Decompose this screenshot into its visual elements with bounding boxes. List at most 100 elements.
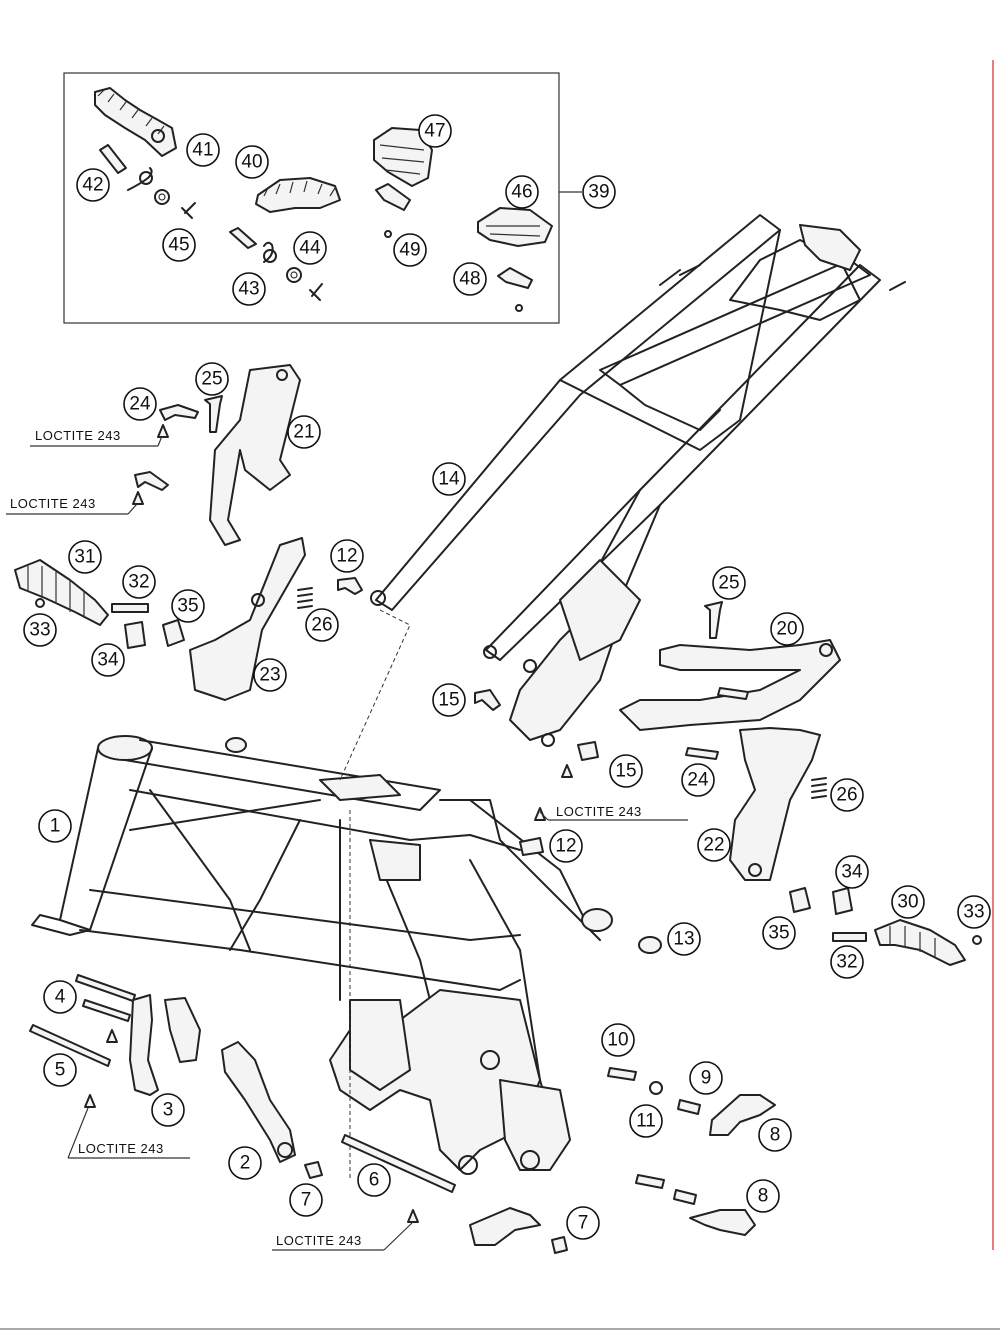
svg-text:47: 47 [424, 121, 445, 142]
callout-23: 23 [253, 658, 287, 692]
note-loctite-3-text: LOCTITE 243 [556, 804, 642, 819]
svg-text:10: 10 [607, 1030, 628, 1051]
callout-35-left: 35 [171, 589, 205, 623]
svg-text:35: 35 [177, 596, 198, 617]
svg-text:35: 35 [768, 923, 789, 944]
callout-2: 2 [228, 1146, 262, 1180]
clip-33-right [972, 935, 982, 945]
callout-24-right: 24 [681, 763, 715, 797]
callout-22: 22 [697, 828, 731, 862]
callout-26-right: 26 [830, 778, 864, 812]
note-loctite-5-text: LOCTITE 243 [276, 1233, 362, 1248]
svg-text:24: 24 [129, 394, 151, 415]
bolt-25-right [704, 601, 723, 639]
pin-32-left [111, 603, 149, 613]
callout-9: 9 [689, 1061, 723, 1095]
spring-26-right [811, 777, 827, 799]
footpeg-41 [94, 87, 177, 157]
svg-text:33: 33 [963, 902, 984, 923]
svg-text:4: 4 [55, 987, 66, 1008]
bolt-25-left [204, 395, 223, 433]
bracket-8-lower [689, 1209, 756, 1236]
bolt-24-right [685, 747, 719, 760]
footpeg-47 [373, 127, 433, 187]
svg-text:9: 9 [701, 1068, 712, 1089]
pin-43 [229, 227, 277, 263]
callout-41: 41 [186, 133, 220, 167]
pin-32-right [832, 932, 867, 942]
svg-text:43: 43 [238, 279, 259, 300]
brake-pedal-21 [209, 364, 301, 546]
note-loctite-1-text: LOCTITE 243 [35, 428, 121, 443]
engine-mount-2 [221, 1041, 296, 1163]
footpeg-bracket-23 [189, 537, 306, 701]
svg-text:46: 46 [511, 182, 532, 203]
callout-4: 4 [43, 980, 77, 1014]
svg-text:6: 6 [369, 1170, 380, 1191]
svg-text:49: 49 [399, 240, 420, 261]
callout-30: 30 [891, 885, 925, 919]
cap-13 [638, 936, 662, 954]
svg-text:32: 32 [836, 952, 857, 973]
callout-20: 20 [770, 612, 804, 646]
callout-32-right: 32 [830, 945, 864, 979]
svg-text:33: 33 [29, 620, 50, 641]
bolt-12 [337, 577, 363, 595]
bracket-8-upper [709, 1094, 776, 1136]
note-loctite-2-text: LOCTITE 243 [10, 496, 96, 511]
bolt-12-leader-line [339, 609, 411, 781]
svg-text:34: 34 [97, 650, 119, 671]
callout-21: 21 [287, 415, 321, 449]
main-frame-1 [31, 735, 613, 1180]
callout-11: 11 [629, 1104, 663, 1138]
bolt-12-lower [519, 837, 544, 856]
nut-7-left [304, 1161, 323, 1179]
footpeg-46 [477, 207, 553, 247]
footpeg-bracket-22 [729, 727, 821, 881]
callout-7-right: 7 [566, 1206, 600, 1240]
callout-12-lower: 12 [549, 829, 583, 863]
subframe-14 [370, 214, 906, 747]
svg-text:22: 22 [703, 835, 724, 856]
callout-44: 44 [293, 231, 327, 265]
note-loctite-4: LOCTITE 243 [67, 1107, 190, 1159]
bolt-15-lower [577, 741, 599, 761]
callout-31: 31 [68, 540, 102, 574]
callout-7-left: 7 [289, 1183, 323, 1217]
callout-12-upper: 12 [330, 539, 364, 573]
svg-text:34: 34 [841, 862, 863, 883]
svg-text:39: 39 [588, 182, 609, 203]
callout-8-lower: 8 [746, 1179, 780, 1213]
clip-33-left [35, 598, 45, 608]
callout-1: 1 [38, 809, 72, 843]
svg-text:26: 26 [311, 615, 332, 636]
svg-text:1: 1 [50, 816, 61, 837]
plate-34-right [832, 887, 853, 915]
callout-13: 13 [667, 922, 701, 956]
callout-42: 42 [76, 168, 110, 202]
callout-47: 47 [418, 114, 452, 148]
plate-35-left [162, 619, 185, 647]
callout-14: 14 [432, 462, 466, 496]
svg-text:13: 13 [673, 929, 694, 950]
long-bolt-6 [341, 1134, 456, 1193]
svg-text:41: 41 [192, 140, 213, 161]
footpeg-40 [255, 177, 341, 213]
svg-text:15: 15 [438, 690, 459, 711]
callout-15-right: 15 [609, 754, 643, 788]
callout-26-left: 26 [305, 608, 339, 642]
loctite-drops-lower-left [84, 1029, 118, 1108]
svg-text:14: 14 [438, 469, 460, 490]
bolt-15 [474, 689, 501, 711]
loctite-drops-left [132, 424, 169, 505]
pillion-bracket-20 [619, 639, 841, 731]
callout-34-left: 34 [91, 643, 125, 677]
callout-5: 5 [43, 1053, 77, 1087]
svg-text:12: 12 [336, 546, 357, 567]
callout-10: 10 [601, 1023, 635, 1057]
callout-40: 40 [235, 145, 269, 179]
bolt-right-mid [717, 687, 749, 700]
svg-text:11: 11 [636, 1111, 656, 1132]
callout-6: 6 [357, 1163, 391, 1197]
callout-48: 48 [453, 262, 487, 296]
